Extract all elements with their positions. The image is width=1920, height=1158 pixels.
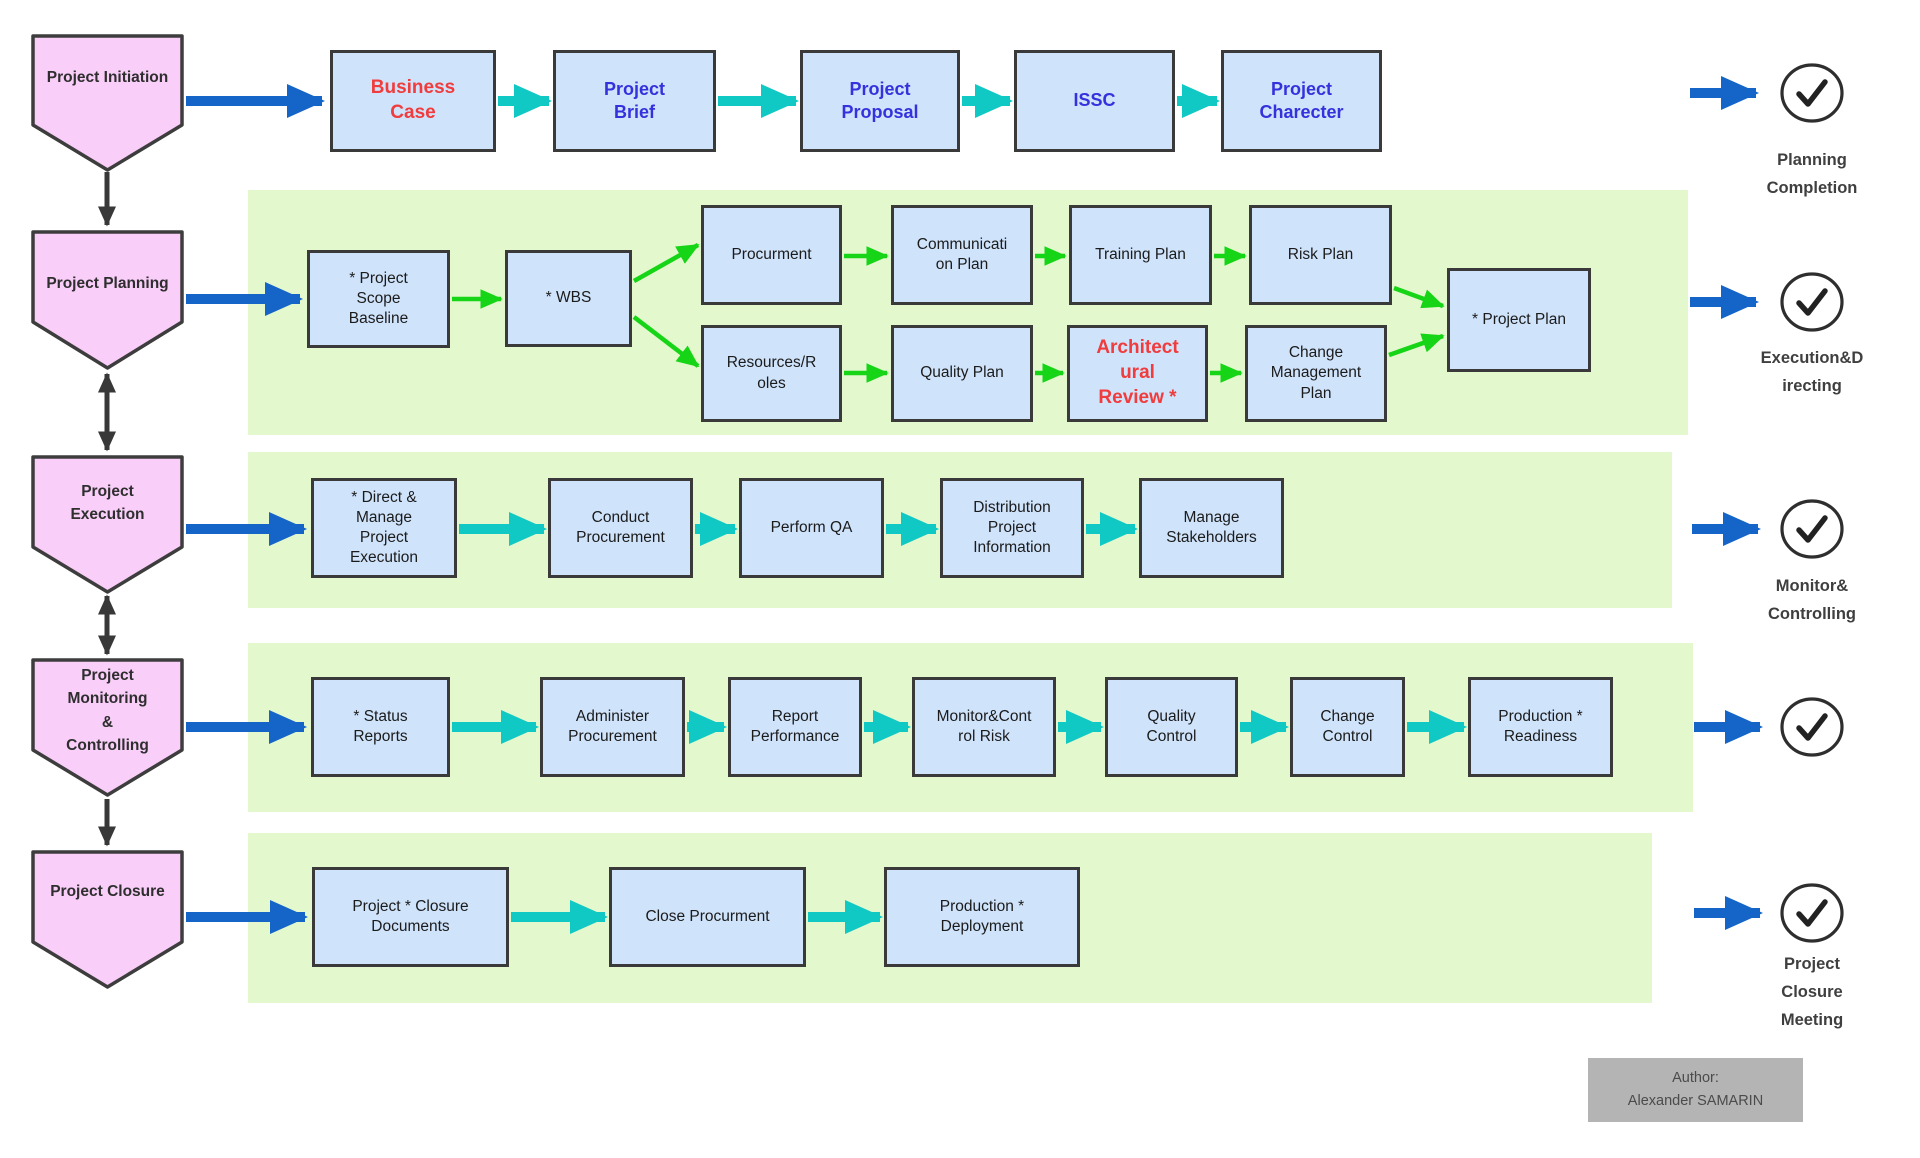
task-box-risk-plan: Risk Plan [1249, 205, 1392, 305]
task-box-production-deployment: Production * Deployment [884, 867, 1080, 967]
author-box: Author: Alexander SAMARIN [1588, 1058, 1803, 1122]
task-box-close-procurment: Close Procurment [609, 867, 806, 967]
task-box-change-control: Change Control [1290, 677, 1405, 777]
milestone-circle [1780, 883, 1844, 943]
task-box-project-scope-baseline: * Project Scope Baseline [307, 250, 450, 348]
check-icon [1796, 79, 1828, 107]
task-box-perform-qa: Perform QA [739, 478, 884, 578]
milestone-4 [1780, 697, 1844, 757]
task-box-resources-roles: Resources/R oles [701, 325, 842, 422]
task-box-monitor-control-risk: Monitor&Cont rol Risk [912, 677, 1056, 777]
arrow-risk-to-project-plan [1393, 285, 1445, 309]
task-box-administer-procurement: Administer Procurement [540, 677, 685, 777]
phase-label-project-monitoring: Project Monitoring & Controlling [66, 667, 149, 754]
task-box-direct-manage-execution: * Direct & Manage Project Execution [311, 478, 457, 578]
task-box-procurment: Procurment [701, 205, 842, 305]
milestone-label-planning-completion: Planning Completion [1766, 151, 1858, 198]
phase-label-project-initiation: Project Initiation [46, 69, 169, 86]
task-box-report-performance: Report Performance [728, 677, 862, 777]
pentagon-project-initiation [31, 34, 184, 172]
milestone-project-closure-meeting [1780, 883, 1844, 943]
task-box-project-proposal: Project Proposal [800, 50, 960, 152]
check-icon [1796, 515, 1828, 543]
phase-label-project-planning: Project Planning [46, 275, 169, 292]
check-icon [1796, 288, 1828, 316]
task-box-conduct-procurement: Conduct Procurement [548, 478, 693, 578]
task-box-change-management-plan: Change Management Plan [1245, 325, 1387, 422]
milestone-label-execution-directing: Execution&D irecting [1760, 349, 1864, 396]
arrow-wbs-to-procurment [632, 243, 700, 283]
pentagon-project-planning [31, 230, 184, 370]
milestone-circle [1780, 499, 1844, 559]
pentagon-project-closure [31, 850, 184, 989]
task-box-wbs: * WBS [505, 250, 632, 347]
task-box-communication-plan: Communicati on Plan [891, 205, 1033, 305]
task-box-quality-control: Quality Control [1105, 677, 1238, 777]
milestone-label-project-closure-meeting: Project Closure Meeting [1780, 955, 1844, 1030]
task-box-status-reports: * Status Reports [311, 677, 450, 777]
arrow-change-mgmt-to-project-plan [1388, 333, 1445, 358]
task-box-project-plan: * Project Plan [1447, 268, 1591, 372]
check-icon [1796, 713, 1828, 741]
phase-label-project-execution: Project Execution [70, 483, 145, 524]
pentagon-project-monitoring [31, 658, 184, 797]
task-box-distribution-project-information: Distribution Project Information [940, 478, 1084, 578]
task-box-quality-plan: Quality Plan [891, 325, 1033, 422]
task-box-project-brief: Project Brief [553, 50, 716, 152]
milestone-monitor-controlling [1780, 499, 1844, 559]
task-box-training-plan: Training Plan [1069, 205, 1212, 305]
check-icon [1796, 899, 1828, 927]
milestone-circle [1780, 63, 1844, 123]
task-box-business-case: Business Case [330, 50, 496, 152]
milestone-label-monitor-controlling: Monitor& Controlling [1768, 577, 1856, 624]
task-box-manage-stakeholders: Manage Stakeholders [1139, 478, 1284, 578]
arrow-wbs-to-resources [632, 315, 700, 368]
task-box-project-charecter: Project Charecter [1221, 50, 1382, 152]
milestone-circle [1780, 272, 1844, 332]
milestone-planning-completion [1780, 63, 1844, 123]
milestone-execution-directing [1780, 272, 1844, 332]
pentagon-project-execution [31, 455, 184, 594]
task-box-production-readiness: Production * Readiness [1468, 677, 1613, 777]
milestone-circle [1780, 697, 1844, 757]
task-box-architectural-review: Architect ural Review * [1067, 325, 1208, 422]
task-box-project-closure-documents: Project * Closure Documents [312, 867, 509, 967]
task-box-issc: ISSC [1014, 50, 1175, 152]
phase-label-project-closure: Project Closure [50, 883, 165, 900]
